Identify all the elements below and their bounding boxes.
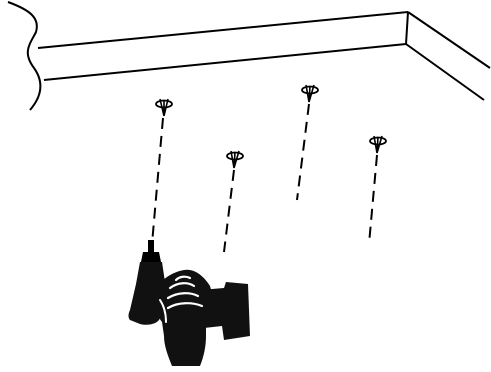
finger-lines [166,275,204,310]
thumb-line [159,299,167,323]
guide-line-1 [151,117,164,245]
guide-line-4 [368,154,378,245]
beam-break-wave [7,1,42,111]
drill-in-hand [128,240,250,366]
beam-receding-top [407,11,491,69]
ceiling-beam [37,11,491,101]
beam-bottom-edge [43,43,407,81]
drill-chuck [141,252,161,262]
guide-line-3 [223,169,235,253]
drill-mark-2 [301,84,319,103]
beam-corner-edge [405,11,409,45]
beam-top-edge [37,11,409,49]
drill-bit [148,240,154,254]
drill-mark-3 [226,150,244,169]
drill-mark-4 [369,135,387,154]
guide-line-2 [296,103,310,201]
beam-receding-bottom [405,43,485,101]
drill-mark-1 [155,98,173,117]
hand [154,269,215,366]
